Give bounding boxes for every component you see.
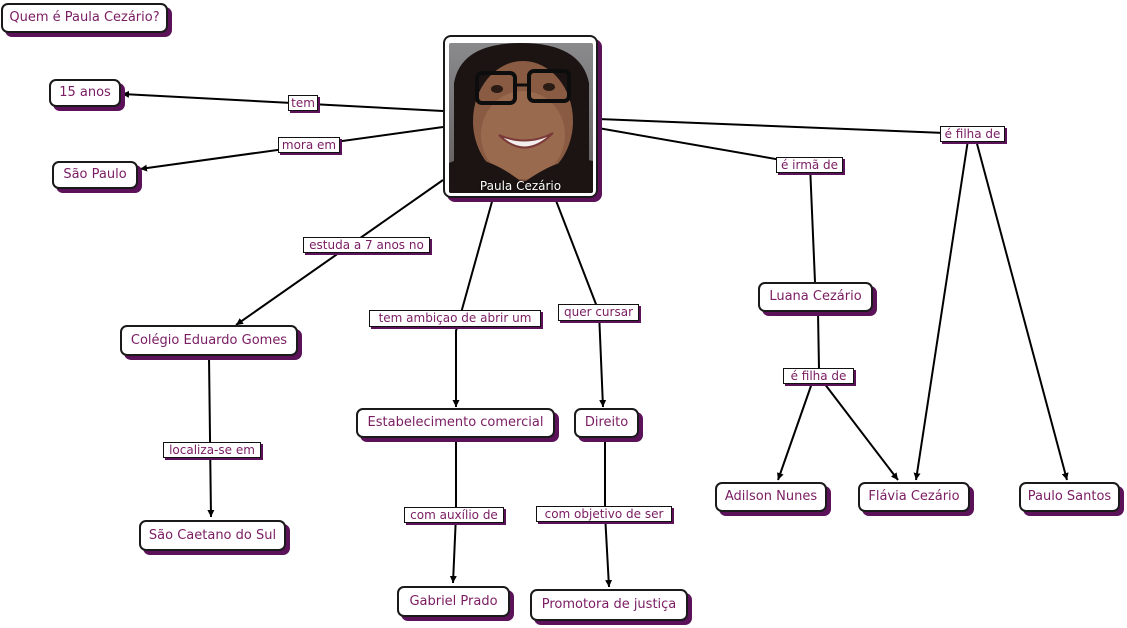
edge-father-b (975, 139, 1069, 481)
center-node-paula[interactable]: Paula Cezário (443, 35, 598, 198)
node-father-b[interactable]: Paulo Santos (1019, 482, 1120, 512)
link-label-sister-daughter-of: é filha de (783, 368, 854, 384)
edge-father-a (777, 382, 813, 481)
link-label-lives-in: mora em (278, 137, 340, 153)
link-label-studies: estuda a 7 anos no (303, 237, 430, 253)
node-career[interactable]: Promotora de justiça (530, 589, 688, 621)
node-course[interactable]: Direito (574, 408, 639, 438)
edge-sister-daughter (817, 311, 820, 370)
center-caption: Paula Cezário (479, 179, 562, 193)
portrait-photo (449, 43, 593, 193)
link-label-has: tem (288, 95, 318, 111)
link-label-daughter-of: é filha de (940, 126, 1005, 142)
link-label-ambition: tem ambiçao de abrir um (369, 310, 541, 327)
edge-sister (597, 127, 816, 283)
link-label-with-help: com auxílio de (404, 507, 504, 523)
node-age[interactable]: 15 anos (49, 79, 121, 107)
edge-business (452, 197, 494, 407)
edge-daughter (597, 118, 971, 135)
edge-age (121, 90, 444, 112)
node-helper[interactable]: Gabriel Prado (397, 586, 510, 617)
node-city[interactable]: São Paulo (52, 161, 138, 189)
node-sister[interactable]: Luana Cezário (758, 282, 873, 312)
link-label-located-in: localiza-se em (163, 442, 261, 458)
link-label-wants: quer cursar (558, 304, 639, 321)
map-title: Quem é Paula Cezário? (1, 3, 168, 33)
link-label-sister-of: é irmã de (776, 157, 843, 173)
node-mother[interactable]: Flávia Cezário (858, 482, 970, 512)
edge-course (554, 197, 607, 408)
edge-school-city (207, 356, 215, 518)
node-school-city[interactable]: São Caetano do Sul (139, 520, 286, 551)
node-business[interactable]: Estabelecimento comercial (356, 408, 555, 438)
node-father-a[interactable]: Adilson Nunes (715, 482, 827, 512)
link-label-goal: com objetivo de ser (536, 506, 672, 522)
node-school[interactable]: Colégio Eduardo Gomes (120, 325, 298, 356)
edge-sister-mother (823, 382, 899, 481)
edge-mother (913, 139, 969, 481)
